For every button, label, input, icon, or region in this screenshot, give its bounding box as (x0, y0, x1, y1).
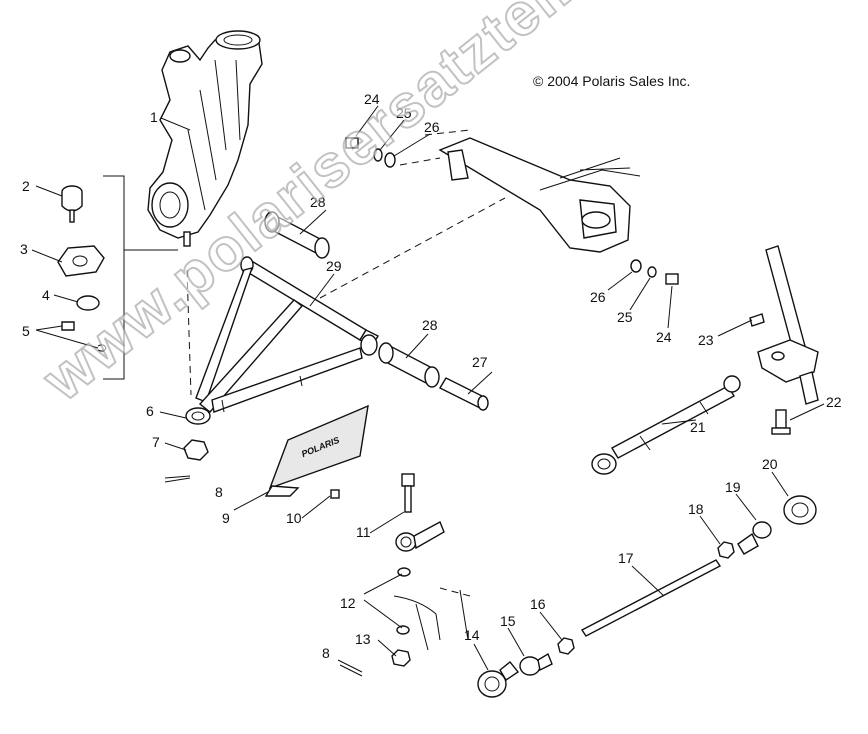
callout-23: 23 (698, 332, 714, 348)
callout-5: 5 (22, 323, 30, 339)
callout-10: 10 (286, 510, 302, 526)
leader-lines (31, 105, 825, 671)
callout-17: 17 (618, 550, 634, 566)
retainer-plate (57, 245, 105, 277)
callout-4: 4 (42, 287, 50, 303)
ball-joint (61, 185, 83, 223)
steering-post (757, 245, 819, 405)
copyright-notice: © 2004 Polaris Sales Inc. (533, 73, 691, 89)
callout-2: 2 (22, 178, 30, 194)
callout-29: 29 (326, 258, 342, 274)
callout-7: 7 (152, 434, 160, 450)
callout-27: 27 (472, 354, 488, 370)
lock-nut (391, 649, 411, 667)
callout-11: 11 (356, 524, 371, 540)
callout-8: 8 (215, 484, 223, 500)
tie-rod (580, 559, 722, 637)
bushing-lower (378, 342, 440, 388)
callout-25-lower: 25 (617, 309, 633, 325)
sleeve (439, 377, 489, 411)
callout-20: 20 (762, 456, 778, 472)
callout-26-lower: 26 (590, 289, 606, 305)
castle-nut (183, 439, 209, 461)
callout-28: 28 (310, 194, 326, 210)
cotter-pin (61, 321, 75, 331)
ball-socket (783, 495, 817, 525)
washer-lower (630, 259, 642, 273)
rod-end (477, 661, 520, 698)
jam-nut-outer (717, 541, 735, 559)
callout-28-lower: 28 (422, 317, 438, 333)
callout-14: 14 (464, 627, 480, 643)
callout-22: 22 (826, 394, 842, 410)
bushing-upper (264, 211, 330, 259)
a-arm (185, 256, 379, 425)
bolt-upper (345, 137, 359, 149)
jam-nut (557, 637, 575, 655)
a-arm-guard (264, 404, 369, 497)
callout-8-lower: 8 (322, 645, 330, 661)
callout-15: 15 (500, 613, 516, 629)
steering-bolt-lower (771, 409, 791, 435)
rod-end-connector (519, 652, 553, 676)
callout-25: 25 (396, 105, 412, 121)
callout-6: 6 (146, 403, 154, 419)
callout-labels: 1 2 3 4 5 6 7 8 9 10 11 12 13 14 15 16 1… (20, 91, 842, 661)
callout-18: 18 (688, 501, 704, 517)
callout-12: 12 (340, 595, 356, 611)
cotter-pin-lower (164, 475, 191, 483)
bolt-guard (330, 489, 340, 499)
callout-9: 9 (222, 510, 230, 526)
spindle-knuckle (147, 30, 263, 247)
callout-21: 21 (690, 419, 706, 435)
frame-crossmember (399, 129, 641, 253)
callout-3: 3 (20, 241, 28, 257)
callout-24-lower: 24 (656, 329, 672, 345)
callout-19: 19 (725, 479, 741, 495)
tie-rod-end-inner (395, 521, 445, 552)
callout-24: 24 (364, 91, 380, 107)
callout-26: 26 (424, 119, 440, 135)
retaining-ring (76, 295, 100, 311)
tie-rod-assembly (591, 375, 741, 475)
callout-16: 16 (530, 596, 546, 612)
callout-13: 13 (355, 631, 371, 647)
steering-bolt (401, 473, 415, 513)
cotter-pin-steering (749, 313, 765, 327)
rod-end-outer (737, 521, 772, 555)
callout-1: 1 (150, 109, 158, 125)
